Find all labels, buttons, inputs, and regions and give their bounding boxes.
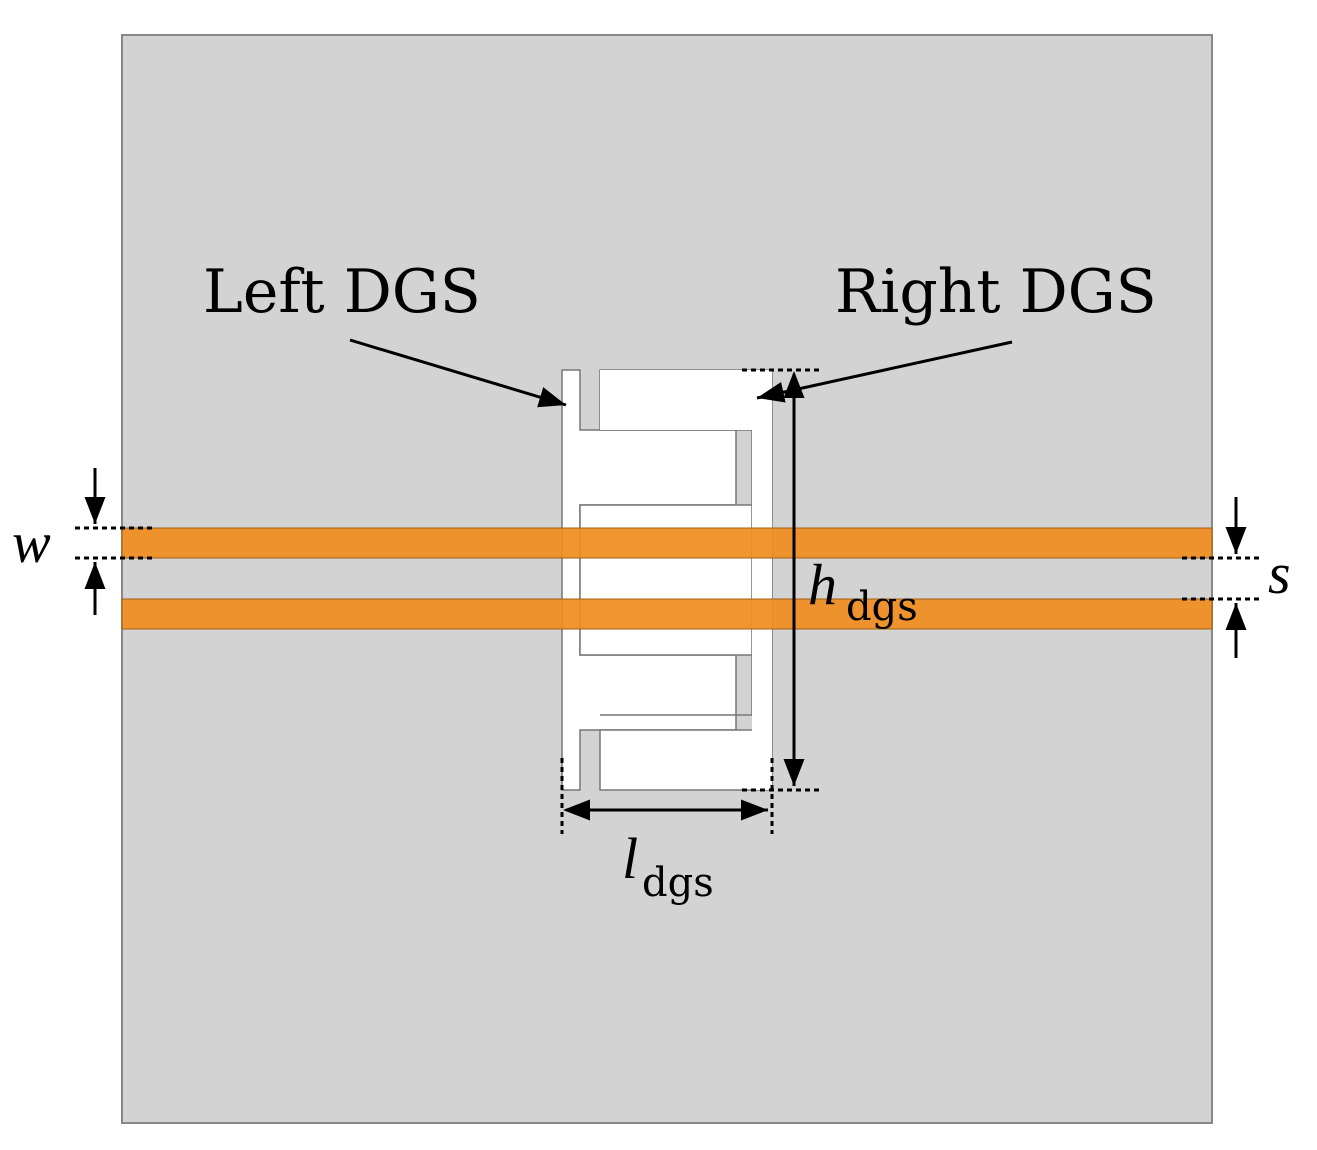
right-dgs-label: Right DGS	[835, 257, 1157, 327]
h-dgs-subscript: dgs	[846, 584, 918, 630]
l-dgs-label: l	[622, 826, 638, 891]
w-label: w	[12, 510, 51, 575]
microstrip-line-lower	[121, 598, 1213, 630]
left-dgs-pointer-arrow	[349, 338, 567, 408]
microstrip-line-upper	[121, 527, 1213, 559]
h-dgs-symbol: h	[808, 552, 837, 617]
s-label: s	[1268, 541, 1291, 606]
l-dgs-symbol: l	[622, 826, 638, 891]
l-dgs-subscript: dgs	[642, 860, 714, 906]
right-dgs-inner-fill-top	[600, 370, 772, 790]
left-dgs-label: Left DGS	[203, 257, 481, 327]
h-dgs-label: h	[808, 552, 837, 617]
